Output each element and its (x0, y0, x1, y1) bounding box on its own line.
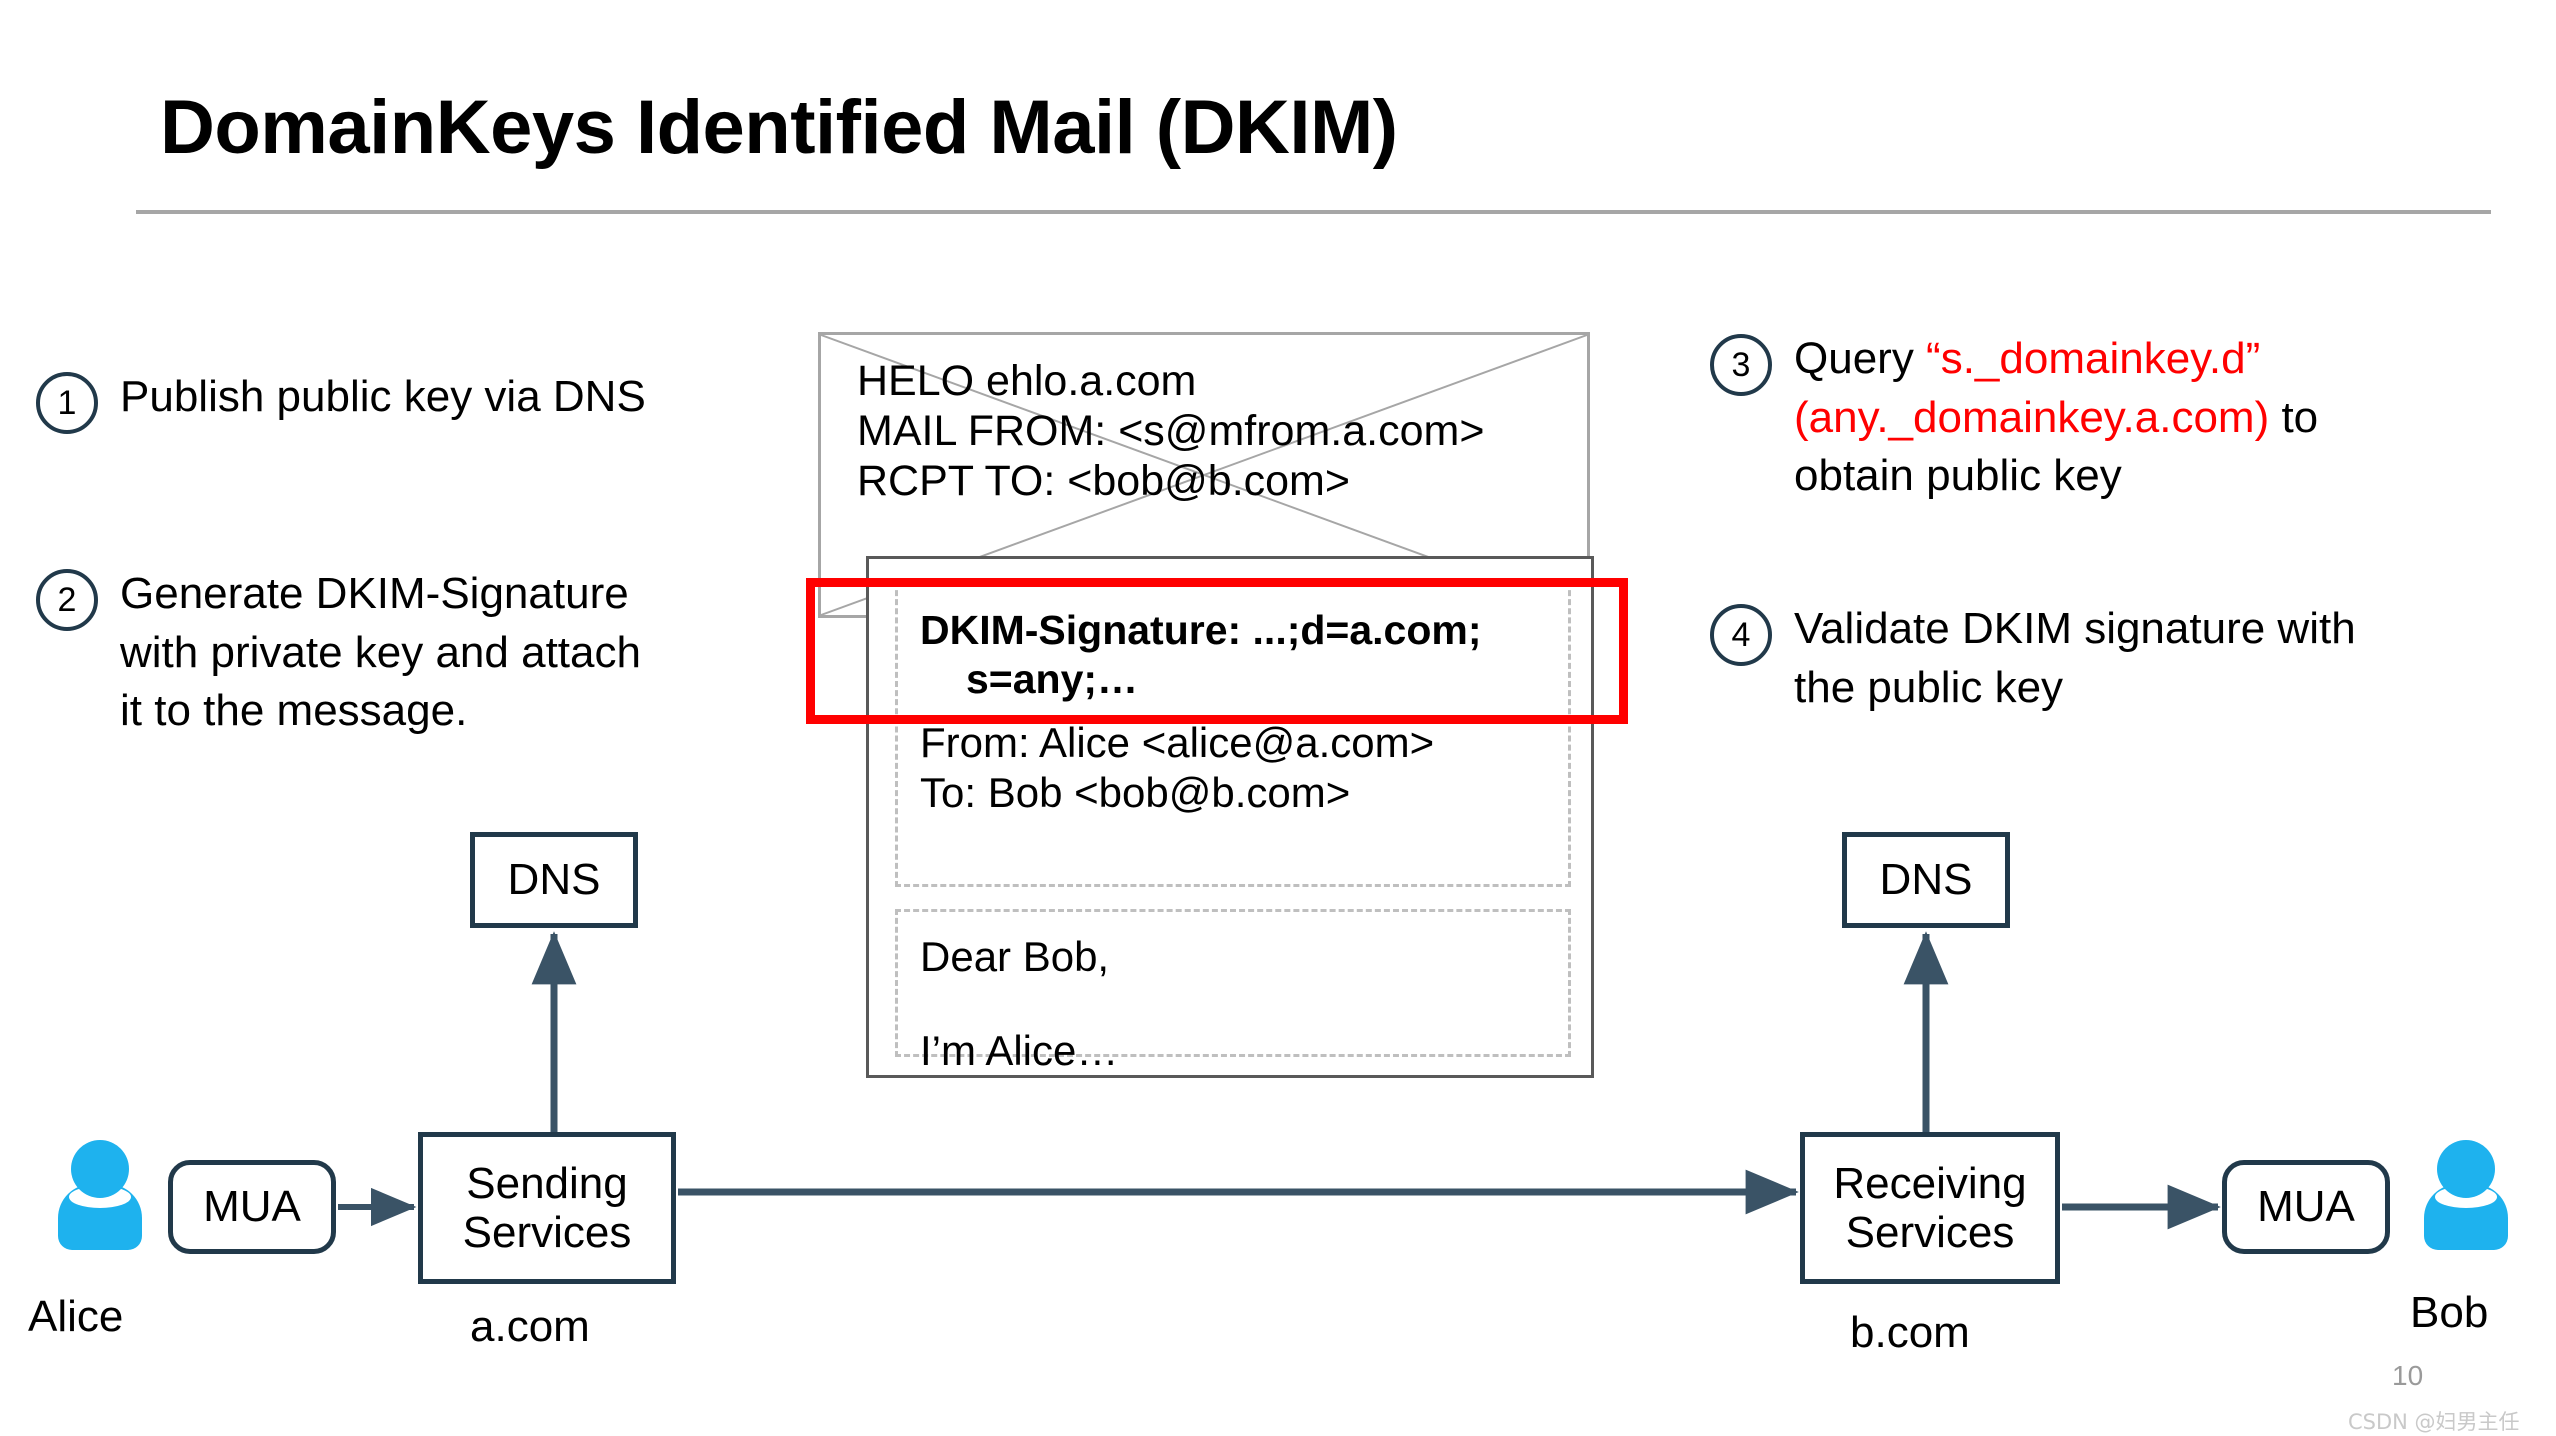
step-3-line-2: (any._domainkey.a.com) to (1794, 389, 2318, 448)
message-body-line-1: Dear Bob, (920, 933, 1110, 980)
step-3-line-1: Query “s._domainkey.d” (1794, 330, 2318, 389)
step-3-to-word: to (2269, 392, 2319, 442)
smtp-command-block: HELO ehlo.a.com MAIL FROM: <s@mfrom.a.co… (857, 357, 1577, 507)
step-4-badge: 4 (1710, 604, 1772, 666)
mua-box-bob[interactable]: MUA (2222, 1160, 2390, 1254)
step-3-query-word: Query (1794, 334, 1927, 383)
step-4: 4 Validate DKIM signature with the publi… (1710, 600, 2520, 717)
receiving-services-box[interactable]: Receiving Services (1800, 1132, 2060, 1284)
message-body-section: Dear Bob, I’m Alice… (895, 909, 1571, 1074)
step-2-line-1: Generate DKIM-Signature (120, 569, 629, 618)
step-4-line-1: Validate DKIM signature with (1794, 604, 2356, 653)
dns-box-sender[interactable]: DNS (470, 832, 638, 928)
dkim-signature-line-2: s=any;… (966, 656, 1139, 703)
step-1: 1 Publish public key via DNS (36, 368, 836, 434)
smtp-helo-line: HELO ehlo.a.com (857, 357, 1197, 405)
step-1-badge: 1 (36, 372, 98, 434)
step-3-badge: 3 (1710, 334, 1772, 396)
message-from-line: From: Alice <alice@a.com> (920, 719, 1435, 767)
step-3-selector-literal: “s._domainkey.d” (1926, 334, 2261, 383)
step-1-line-1: Publish public key via DNS (120, 372, 646, 421)
step-2-line-3: it to the message. (120, 686, 468, 736)
mua-box-alice[interactable]: MUA (168, 1160, 336, 1254)
email-message-sheet: DKIM-Signature: ...;d=a.com; s=any;… Fro… (866, 556, 1594, 1078)
dkim-signature-line-1: DKIM-Signature: ...;d=a.com; (920, 607, 1482, 653)
step-3-text: Query “s._domainkey.d” (any._domainkey.a… (1794, 330, 2318, 506)
message-header-section: DKIM-Signature: ...;d=a.com; s=any;… Fro… (895, 581, 1571, 887)
dns-box-receiver[interactable]: DNS (1842, 832, 2010, 928)
bob-label: Bob (2410, 1288, 2489, 1337)
step-2: 2 Generate DKIM-Signature with private k… (36, 565, 826, 741)
smtp-rcptto-line: RCPT TO: <bob@b.com> (857, 456, 1350, 505)
sending-services-line-2: Services (462, 1208, 632, 1257)
person-head (2437, 1140, 2495, 1198)
step-1-text: Publish public key via DNS (120, 368, 646, 427)
step-3-line-3: obtain public key (1794, 451, 2122, 501)
receiver-domain-label: b.com (1850, 1308, 1970, 1357)
step-3: 3 Query “s._domainkey.d” (any._domainkey… (1710, 330, 2510, 506)
alice-person-icon (58, 1140, 142, 1250)
bob-person-icon (2424, 1140, 2508, 1250)
step-4-text: Validate DKIM signature with the public … (1794, 600, 2356, 717)
message-to-line: To: Bob <bob@b.com> (920, 768, 1351, 816)
receiving-services-line-1: Receiving (1833, 1158, 2027, 1208)
page-title: DomainKeys Identified Mail (DKIM) (160, 85, 1398, 170)
header-spacer (920, 704, 1568, 718)
step-4-line-2: the public key (1794, 662, 2064, 712)
sending-services-line-1: Sending (466, 1158, 628, 1208)
step-3-domainkey-example: (any._domainkey.a.com) (1794, 392, 2270, 442)
watermark: CSDN @妇男主任 (2348, 1410, 2520, 1434)
sender-domain-label: a.com (470, 1302, 590, 1351)
receiving-services-line-2: Services (1845, 1208, 2015, 1257)
smtp-mailfrom-line: MAIL FROM: <s@mfrom.a.com> (857, 406, 1485, 455)
step-2-badge: 2 (36, 569, 98, 631)
body-spacer (920, 982, 1568, 1026)
title-divider (136, 210, 2491, 214)
message-body-line-2: I’m Alice… (920, 1027, 1119, 1075)
sending-services-box[interactable]: Sending Services (418, 1132, 676, 1284)
person-head (71, 1140, 129, 1198)
step-2-line-2: with private key and attach (120, 627, 641, 677)
page-number: 10 (2392, 1360, 2424, 1391)
step-2-text: Generate DKIM-Signature with private key… (120, 565, 641, 741)
alice-label: Alice (28, 1292, 124, 1341)
